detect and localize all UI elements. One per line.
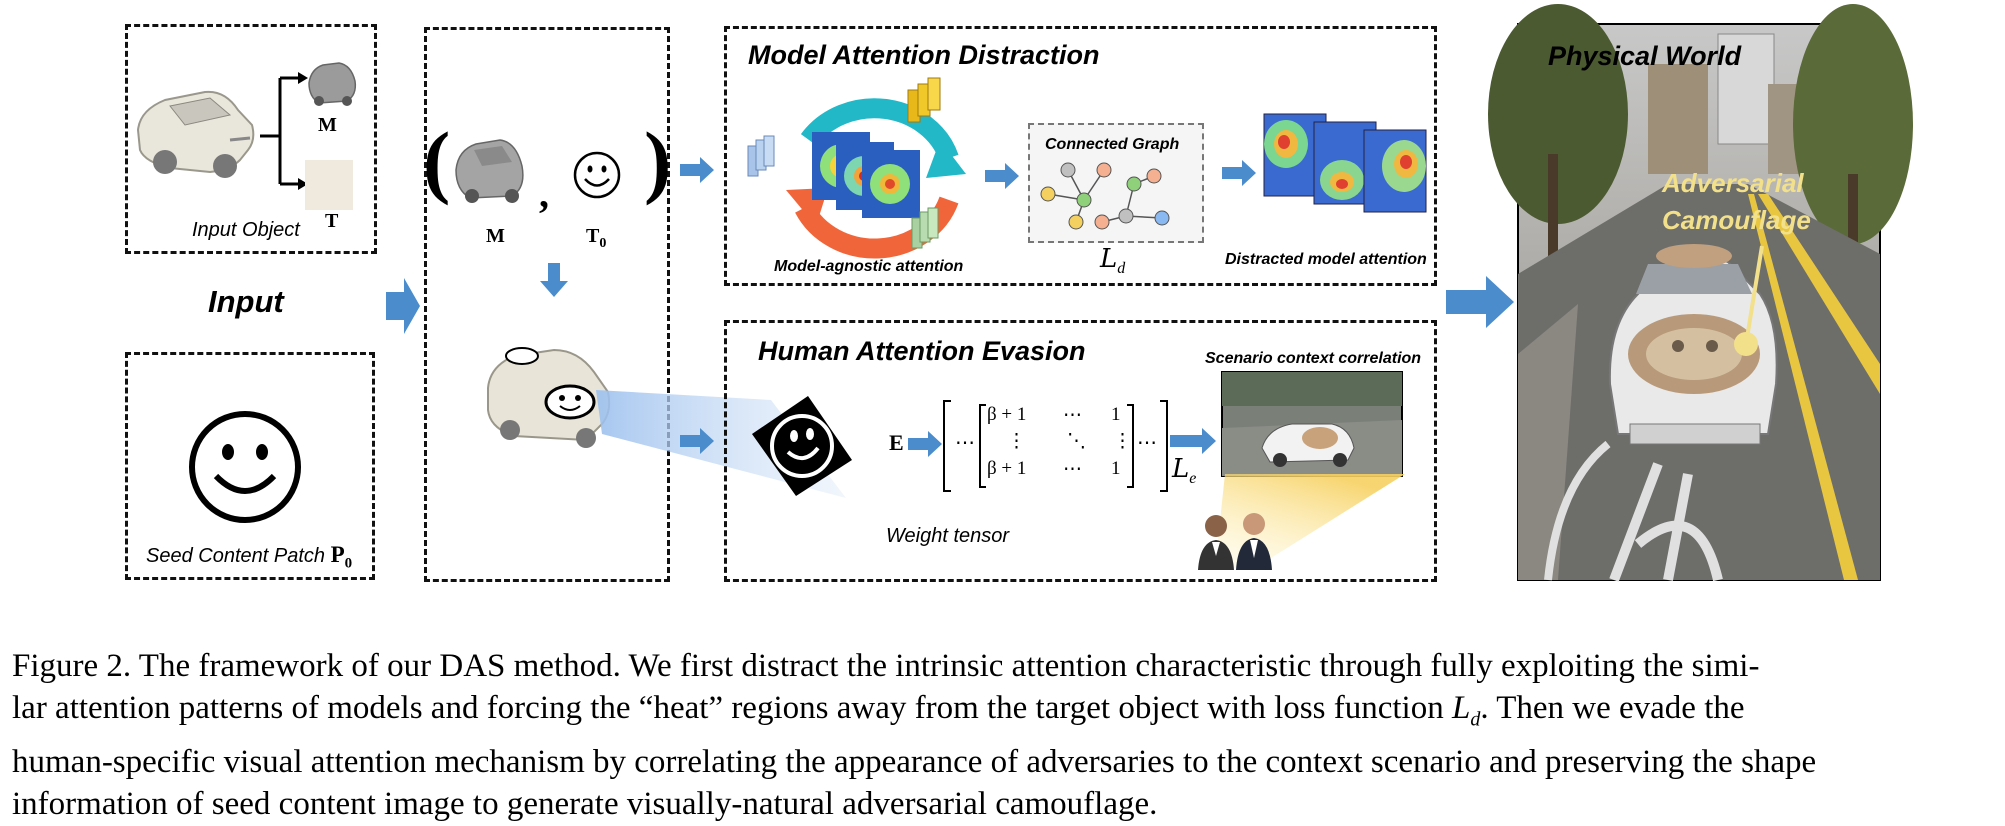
weight-matrix: ⋯ β + 1 ⋯ 1 ⋮ ⋱ ⋮ β + 1 ⋯ 1 ⋯ xyxy=(943,400,1168,492)
distraction-panel xyxy=(724,26,1437,286)
model-block-yellow xyxy=(907,77,941,123)
input-heading: Input xyxy=(208,284,284,319)
model-block-blue xyxy=(747,135,775,177)
caption-line-2a: lar attention patterns of models and for… xyxy=(12,690,1452,726)
adv-camouflage-line1: Adversarial xyxy=(1662,168,1804,198)
adv-camouflage-line2: Camouflage xyxy=(1662,205,1811,235)
weight-tensor-label: Weight tensor xyxy=(886,525,1010,547)
seed-patch-panel xyxy=(125,352,375,580)
seed-label: Seed Content Patch P0 xyxy=(146,542,352,573)
caption-loss-sub: d xyxy=(1470,708,1481,731)
arrow-to-physical xyxy=(1446,276,1514,328)
seed-symbol-sub: 0 xyxy=(344,555,353,572)
arrow-to-distraction xyxy=(680,157,714,183)
input-object-label: Input Object xyxy=(192,219,300,241)
inner-bracket-left xyxy=(979,404,986,488)
right-paren: ) xyxy=(644,115,672,206)
loss-d-sub: d xyxy=(1117,260,1126,278)
distracted-label: Distracted model attention xyxy=(1225,251,1427,268)
evasion-panel xyxy=(724,320,1437,582)
pair-texture-label: T0 xyxy=(586,225,606,252)
caption-line-3: human-specific visual attention mechanis… xyxy=(12,743,1817,780)
loss-e-letter: L xyxy=(1172,454,1190,484)
arrow-down-to-render xyxy=(540,263,568,297)
input-object-panel xyxy=(125,24,377,254)
connected-graph-box xyxy=(1028,123,1204,243)
left-paren: ( xyxy=(423,115,451,206)
distracted-heatmaps xyxy=(1263,113,1427,213)
matrix-right-ellipsis: ⋯ xyxy=(1137,432,1157,454)
outer-bracket-left xyxy=(943,400,951,492)
smiley-texture-icon xyxy=(573,151,621,199)
seed-symbol: P0 xyxy=(330,542,353,572)
caption-loss-symbol: Ld xyxy=(1451,690,1480,731)
arrow-to-distracted xyxy=(1222,160,1256,186)
loss-e-sub: e xyxy=(1189,470,1197,488)
physical-world-title: Physical World xyxy=(1548,41,1742,71)
figure-caption: Figure 2. The framework of our DAS metho… xyxy=(12,645,1992,825)
scenario-image xyxy=(1221,371,1403,477)
graph-nodes xyxy=(1040,162,1170,230)
human-observers-icon xyxy=(1198,513,1272,570)
pair-texture-letter: T xyxy=(586,225,600,247)
agnostic-label: Model-agnostic attention xyxy=(774,258,964,275)
matrix-cell-1-3: 1 xyxy=(1111,404,1121,425)
pair-comma: , xyxy=(539,171,549,216)
rotated-smiley-patch xyxy=(752,396,852,496)
caption-loss-letter: L xyxy=(1451,690,1471,726)
pair-mesh-label: M xyxy=(486,225,505,247)
caption-line-2b: . Then we evade the xyxy=(1480,690,1745,726)
arrow-input-to-pair xyxy=(386,278,420,334)
seed-symbol-letter: P xyxy=(330,542,345,567)
loss-d-label: Ld xyxy=(1100,244,1125,278)
caption-line-1: Figure 2. The framework of our DAS metho… xyxy=(12,648,1760,684)
matrix-cell-3-3: 1 xyxy=(1111,458,1121,479)
matrix-cell-3-1: β + 1 xyxy=(987,458,1027,479)
smiley-seed-icon xyxy=(189,411,301,523)
mesh-texture-pair-panel xyxy=(424,27,670,582)
loss-e-label: Le xyxy=(1172,454,1196,488)
model-block-green xyxy=(911,207,939,249)
arrow-e-to-matrix xyxy=(908,431,942,457)
mesh-thumbnail xyxy=(308,62,357,106)
attention-cycle-diagram xyxy=(747,77,966,259)
mesh-car-icon xyxy=(455,139,524,203)
evasion-title: Human Attention Evasion xyxy=(758,336,1086,366)
pair-texture-sub: 0 xyxy=(599,236,607,251)
texture-thumbnail xyxy=(305,160,353,210)
matrix-left-ellipsis: ⋯ xyxy=(955,432,975,454)
distraction-title: Model Attention Distraction xyxy=(748,40,1100,70)
e-symbol: E xyxy=(889,430,904,455)
mesh-label: M xyxy=(318,114,337,136)
matrix-cell-1-1: β + 1 xyxy=(987,404,1027,425)
branch-arrows xyxy=(260,72,308,190)
caption-line-4: information of seed content image to gen… xyxy=(12,785,1158,822)
car-model-illustration xyxy=(136,90,255,178)
arrow-to-graph xyxy=(985,163,1019,189)
rendered-car-illustration xyxy=(487,347,611,448)
matrix-cell-3-2: ⋯ xyxy=(1063,459,1082,480)
inner-bracket-right xyxy=(1127,404,1134,488)
texture-label: T xyxy=(325,210,339,232)
arrow-matrix-to-scene xyxy=(1170,428,1216,454)
matrix-cell-1-2: ⋯ xyxy=(1063,405,1082,426)
arrow-to-evasion xyxy=(680,428,714,454)
caption-line-2: lar attention patterns of models and for… xyxy=(12,687,1992,741)
graph-label: Connected Graph xyxy=(1045,136,1180,153)
loss-d-letter: L xyxy=(1100,244,1118,274)
matrix-cell-2-2: ⋱ xyxy=(1067,431,1086,452)
scenario-label: Scenario context correlation xyxy=(1205,350,1422,367)
matrix-cell-2-3: ⋮ xyxy=(1113,431,1132,452)
matrix-cell-2-1: ⋮ xyxy=(1007,431,1026,452)
physical-world-scene xyxy=(1488,4,1913,582)
outer-bracket-right xyxy=(1160,400,1168,492)
seed-label-text: Seed Content Patch xyxy=(146,545,326,567)
